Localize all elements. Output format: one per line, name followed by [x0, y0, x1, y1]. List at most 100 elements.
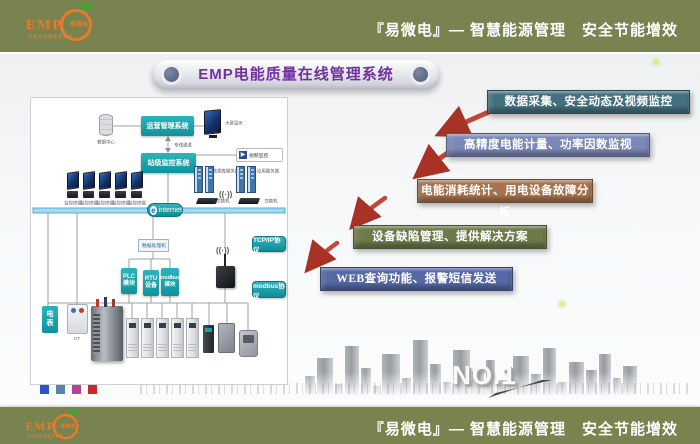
workstation-device-icon [99, 191, 110, 198]
header-tagline: 『易微电』— 智慧能源管理 安全节能增效 [368, 22, 678, 39]
workstation-icon [131, 171, 143, 190]
meter-cabinet-icon [126, 318, 139, 358]
capsule-dot-right [410, 64, 431, 85]
color-square-magenta [72, 385, 81, 394]
server-icon [236, 166, 245, 193]
logo-text: EMP [26, 18, 64, 33]
logo-slogan: 易微电智慧能源管理 [27, 434, 64, 438]
workstation-icon [83, 171, 95, 190]
transformer-icon [91, 297, 123, 361]
workstation-icon [115, 171, 127, 190]
no1-badge: NO.1 [452, 360, 517, 390]
logo-slogan: 易微电智慧能源管理 [28, 34, 73, 40]
orange-ring-icon [60, 9, 92, 41]
gateway-box: 数据处理机 [138, 239, 169, 252]
energy-meter-icon [239, 330, 258, 357]
footer-bar: EMP 易微电 易微电智慧能源管理 『易微电』— 智慧能源管理 安全节能增效 [0, 406, 700, 444]
workstation-label: 监控终端 [112, 200, 130, 206]
skyline-reflection [140, 383, 690, 394]
color-square-blue [40, 385, 49, 394]
slide-content: EMP电能质量在线管理系统 数据采集、安全动态及视频监控 高精度电能计量、功率因… [0, 52, 700, 407]
sparkle-icon [650, 56, 662, 68]
video-monitor-badge: ▶ 视频监控 [236, 148, 283, 162]
logo-text: EMP [25, 421, 56, 433]
workstation-device-icon [83, 191, 94, 198]
workstation-device-icon [115, 191, 126, 198]
meter-cabinet-icon [186, 318, 199, 358]
footer-tagline: 『易微电』— 智慧能源管理 安全节能增效 [368, 421, 678, 438]
modbus-label2: 模块 [164, 282, 176, 288]
workstation-icon [99, 171, 111, 190]
color-square-red [88, 385, 97, 394]
ct-device-icon [67, 304, 88, 334]
capsule-dot-left [161, 64, 182, 85]
internet-badge: e internet [147, 203, 183, 217]
meter-box: 电表 [42, 306, 58, 333]
plc-label2: 模块 [122, 281, 135, 287]
title-banner: EMP电能质量在线管理系统 [152, 60, 440, 90]
meter-label: 电表 [46, 311, 54, 327]
logo-subtext: 易微电 [60, 423, 76, 429]
feature-banner-4: 设备缺陷管理、提供解决方案 [353, 225, 547, 249]
switch-label: 交换机 [264, 198, 278, 204]
db-server-label: 数据库服务器 [212, 168, 240, 174]
feature-banner-1: 数据采集、安全动态及视频监控 [487, 90, 690, 114]
wireless-device-icon [216, 266, 235, 288]
color-square-steel [56, 385, 65, 394]
plc-label: PLC [123, 273, 135, 280]
power-device-icon [218, 323, 235, 353]
architecture-diagram: 数据中心 运营管理系统 大屏显示 专线通道 站级监控系统 ▶ 视频监控 监控终端… [30, 97, 288, 385]
switch-label: 交换机 [216, 198, 230, 204]
link-label: 专线通道 [174, 142, 192, 148]
workstation-label: 监控终端 [80, 200, 98, 206]
switch-icon [237, 198, 261, 204]
internet-label: internet [158, 206, 182, 214]
server-icon [247, 166, 256, 193]
ops-system-box: 运营管理系统 [141, 116, 194, 136]
workstation-device-icon [67, 191, 78, 198]
tcpip-protocol-pill: TCP/IP协议 [252, 236, 286, 254]
modbus-label: modbus [159, 275, 181, 282]
logo-subtext: 易微电 [70, 20, 88, 28]
station-system-box: 站级监控系统 [141, 153, 196, 173]
gateway-label: 数据处理机 [141, 242, 166, 249]
antenna-icon [224, 254, 226, 266]
feature-banner-3: 电能消耗统计、用电设备故障分析 [417, 179, 593, 219]
antenna-wifi-icon: ((·)) [216, 246, 230, 255]
server-icon [205, 166, 214, 193]
switch-icon [195, 198, 219, 204]
modbus-protocol-pill: modbus协议 [252, 281, 286, 300]
big-screen-label: 大屏显示 [225, 120, 243, 126]
emp-logo-footer: EMP 易微电 易微电智慧能源管理 [24, 406, 100, 444]
big-screen-stand [209, 135, 217, 138]
relay-device-icon [203, 325, 214, 353]
big-screen-icon [204, 109, 221, 135]
sparkle-icon [556, 298, 568, 310]
meter-cabinet-icon [156, 318, 169, 358]
workstation-label: 监控终端 [96, 200, 114, 206]
ct-label: CT [74, 336, 80, 341]
page-title: EMP电能质量在线管理系统 [198, 66, 394, 83]
meter-cabinet-icon [171, 318, 184, 358]
workstation-device-icon [131, 191, 142, 198]
orange-ring-icon [52, 413, 79, 440]
workstation-icon [67, 171, 79, 190]
emp-logo: EMP 易微电 易微电智慧能源管理 [24, 0, 119, 51]
feature-banner-2: 高精度电能计量、功率因数监视 [446, 133, 650, 157]
data-center-label: 数据中心 [97, 139, 115, 145]
server-icon [194, 166, 203, 193]
workstation-label: 监控终端 [128, 200, 146, 206]
app-server-label: 应用服务器 [257, 168, 279, 174]
wifi-icon: ((·)) [219, 190, 233, 199]
database-icon [99, 114, 113, 136]
skyline-fade [300, 372, 700, 402]
meter-cabinet-icon [141, 318, 154, 358]
workstation-label: 监控终端 [64, 200, 82, 206]
feature-banner-5: WEB查询功能、报警短信发送 [320, 267, 513, 291]
video-camera-icon: ▶ [239, 151, 247, 159]
rtu-label: RTU [144, 275, 158, 282]
